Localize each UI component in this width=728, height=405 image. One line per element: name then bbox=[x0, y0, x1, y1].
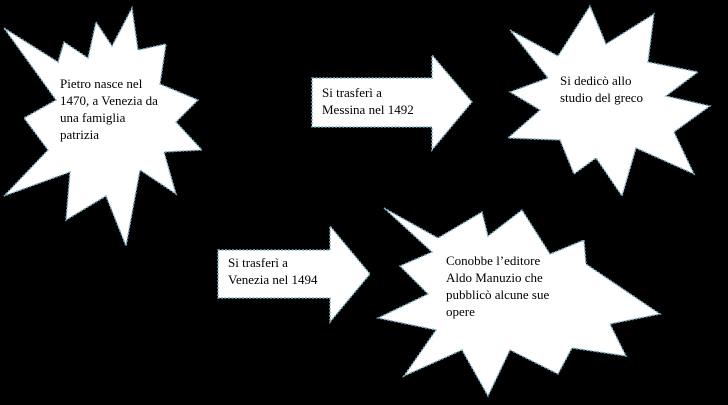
arrow-text-messina: Si trasferì a Messina nel 1492 bbox=[322, 85, 414, 117]
explosion-text-manuzio: Conobbe l’editore Aldo Manuzio che pubbl… bbox=[446, 253, 550, 319]
explosion-shape-greek bbox=[506, 4, 712, 198]
explosion-text-greek: Si dedicò allo studio del greco bbox=[560, 73, 644, 105]
explosion-shape-birth bbox=[3, 5, 204, 249]
explosion-shape-manuzio bbox=[375, 207, 662, 398]
arrow-shape-venezia bbox=[217, 223, 371, 325]
arrow-shape-messina bbox=[311, 52, 473, 153]
arrow-text-venezia: Si trasferì a Venezia nel 1494 bbox=[228, 255, 318, 287]
explosion-text-birth: Pietro nasce nel 1470, a Venezia da una … bbox=[60, 76, 158, 142]
